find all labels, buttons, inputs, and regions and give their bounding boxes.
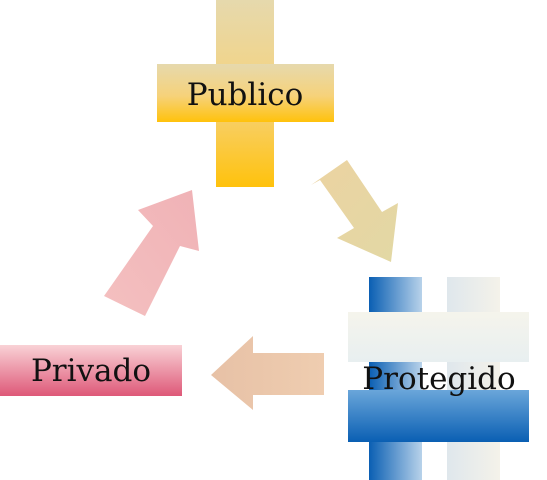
protegido-label: Protegido: [362, 361, 515, 397]
arrow-protegido-to-privado: [211, 336, 324, 410]
publico-label: Publico: [187, 77, 304, 113]
minus-sign-icon: [0, 345, 182, 396]
arrow-publico-to-protegido: [311, 160, 398, 262]
privado-label: Privado: [31, 353, 151, 389]
arrow-privado-to-publico: [104, 190, 199, 316]
protegido-node: Protegido: [348, 277, 529, 480]
publico-node: Publico: [157, 0, 334, 187]
privado-node: Privado: [0, 345, 182, 396]
hash-sign-icon: [348, 277, 529, 480]
plus-sign-icon: [157, 0, 334, 187]
